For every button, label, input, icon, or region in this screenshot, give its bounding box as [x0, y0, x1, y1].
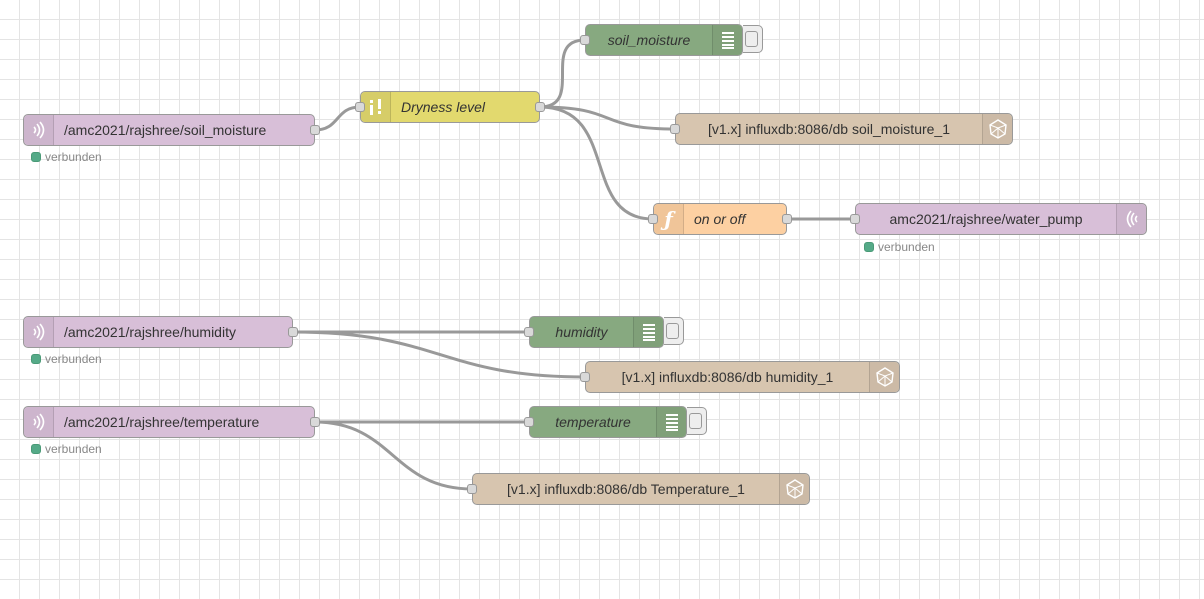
swap-icon — [369, 99, 381, 115]
mqtt-icon-box — [24, 407, 54, 437]
node-status: verbunden — [864, 240, 935, 254]
mqtt-in-node-soil-moisture[interactable]: /amc2021/rajshree/soil_moisture — [23, 114, 320, 146]
output-port[interactable] — [310, 125, 320, 135]
node-label: [v1.x] influxdb:8086/db humidity_1 — [621, 369, 834, 385]
debug-node-humidity[interactable]: humidity — [524, 316, 664, 348]
input-port[interactable] — [648, 214, 658, 224]
debug-icon-box — [633, 317, 663, 347]
wire-dryness-to-function[interactable] — [539, 105, 654, 221]
function-icon: ƒ — [664, 207, 673, 231]
debug-node-soil-moisture[interactable]: soil_moisture — [580, 24, 743, 56]
mqtt-in-node-humidity[interactable]: /amc2021/rajshree/humidity — [23, 316, 298, 348]
list-icon — [642, 324, 655, 341]
influxdb-out-node-humidity[interactable]: [v1.x] influxdb:8086/db humidity_1 — [580, 361, 900, 393]
output-port[interactable] — [288, 327, 298, 337]
node-label: /amc2021/rajshree/temperature — [64, 414, 260, 430]
debug-toggle-button[interactable] — [664, 317, 684, 345]
input-port[interactable] — [524, 417, 534, 427]
influxdb-out-node-temperature[interactable]: [v1.x] influxdb:8086/db Temperature_1 — [467, 473, 810, 505]
output-port[interactable] — [782, 214, 792, 224]
node-label: /amc2021/rajshree/soil_moisture — [64, 122, 267, 138]
debug-icon-box — [656, 407, 686, 437]
node-label: humidity — [555, 324, 608, 340]
node-label: /amc2021/rajshree/humidity — [64, 324, 236, 340]
bridge-icon — [32, 323, 44, 341]
status-text: verbunden — [45, 150, 102, 164]
input-port[interactable] — [524, 327, 534, 337]
mqtt-icon-box — [1116, 204, 1146, 234]
wire-dryness-to-influx-soil[interactable] — [539, 105, 676, 131]
output-port[interactable] — [310, 417, 320, 427]
status-connected-icon — [31, 354, 41, 364]
influxdb-icon — [785, 479, 804, 499]
change-node-dryness-level[interactable]: Dryness level — [355, 91, 545, 123]
input-port[interactable] — [580, 372, 590, 382]
change-icon-box — [361, 92, 391, 122]
status-connected-icon — [31, 444, 41, 454]
influxdb-icon-box — [779, 474, 809, 504]
node-label: temperature — [555, 414, 631, 430]
node-label: amc2021/rajshree/water_pump — [889, 211, 1083, 227]
mqtt-in-node-temperature[interactable]: /amc2021/rajshree/temperature — [23, 406, 320, 438]
node-label: soil_moisture — [607, 32, 691, 48]
status-text: verbunden — [45, 352, 102, 366]
input-port[interactable] — [670, 124, 680, 134]
debug-icon-box — [712, 25, 742, 55]
mqtt-icon-box — [24, 115, 54, 145]
node-status: verbunden — [31, 442, 102, 456]
status-connected-icon — [31, 152, 41, 162]
list-icon — [665, 414, 678, 431]
influxdb-icon — [988, 119, 1007, 139]
wire-soil-to-dryness[interactable] — [314, 105, 361, 132]
node-status: verbunden — [31, 150, 102, 164]
influxdb-out-node-soil-moisture[interactable]: [v1.x] influxdb:8086/db soil_moisture_1 — [670, 113, 1013, 145]
bridge-icon — [32, 413, 44, 431]
output-port[interactable] — [535, 102, 545, 112]
function-node-on-or-off[interactable]: ƒ on or off — [648, 203, 792, 235]
wire-temperature-to-influx[interactable] — [314, 420, 473, 491]
node-label: on or off — [694, 211, 746, 227]
mqtt-icon-box — [24, 317, 54, 347]
function-icon-box: ƒ — [654, 204, 684, 234]
influxdb-icon-box — [982, 114, 1012, 144]
input-port[interactable] — [850, 214, 860, 224]
influxdb-icon — [875, 367, 894, 387]
list-icon — [721, 32, 734, 49]
input-port[interactable] — [580, 35, 590, 45]
status-text: verbunden — [45, 442, 102, 456]
node-status: verbunden — [31, 352, 102, 366]
debug-toggle-button[interactable] — [743, 25, 763, 53]
input-port[interactable] — [355, 102, 365, 112]
node-label: [v1.x] influxdb:8086/db soil_moisture_1 — [707, 121, 951, 137]
bridge-icon — [1126, 210, 1138, 228]
status-connected-icon — [864, 242, 874, 252]
debug-toggle-button[interactable] — [687, 407, 707, 435]
influxdb-icon-box — [869, 362, 899, 392]
bridge-icon — [32, 121, 44, 139]
wire-dryness-to-debug-soil[interactable] — [539, 38, 586, 109]
debug-node-temperature[interactable]: temperature — [524, 406, 687, 438]
node-label: [v1.x] influxdb:8086/db Temperature_1 — [507, 481, 745, 497]
input-port[interactable] — [467, 484, 477, 494]
node-label: Dryness level — [401, 99, 486, 115]
mqtt-out-node-water-pump[interactable]: amc2021/rajshree/water_pump — [850, 203, 1147, 235]
status-text: verbunden — [878, 240, 935, 254]
